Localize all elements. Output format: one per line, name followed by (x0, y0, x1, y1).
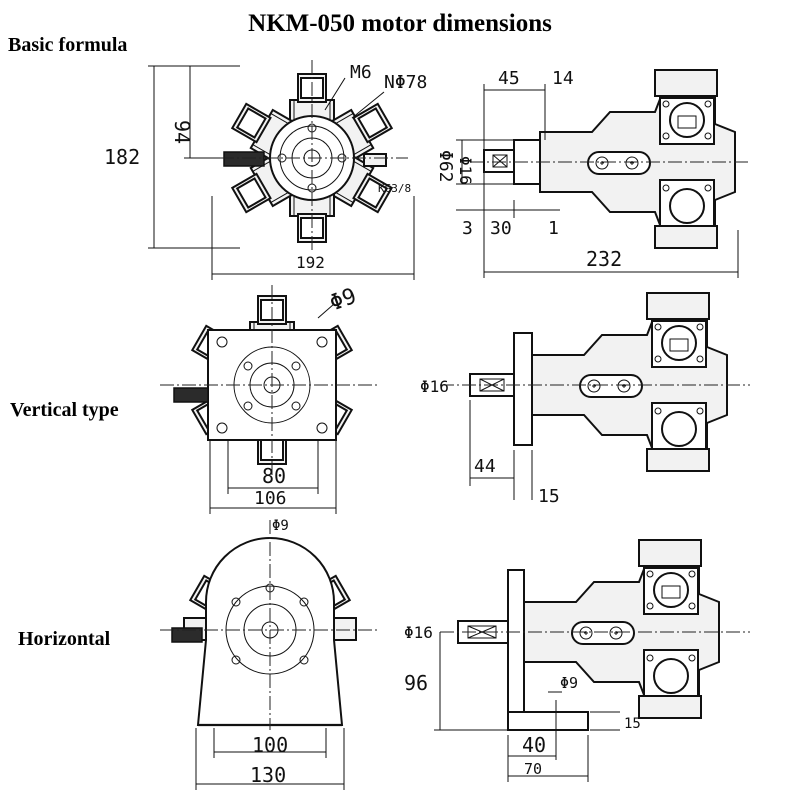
pcd-label: NΦ78 (384, 72, 427, 93)
horizontal-w-outer-label: 130 (250, 763, 286, 787)
side-d1-label: 45 (498, 68, 520, 89)
horizontal-side-view: Φ16 Φ9 96 15 40 70 (404, 539, 750, 782)
horizontal-d3-label: 70 (524, 760, 542, 778)
horizontal-d2-label: 40 (522, 733, 546, 757)
side-d4-label: 30 (490, 218, 512, 239)
vertical-shaft-label: Φ16 (420, 377, 449, 396)
side-length-label: 232 (586, 247, 622, 271)
height-total-label: 182 (104, 145, 140, 169)
width-total-label: 192 (296, 253, 325, 272)
height-half-label: 94 (170, 120, 194, 144)
vertical-front-view: Φ9 80 106 (160, 284, 380, 514)
page-title: NKM-050 motor dimensions (248, 10, 552, 37)
label-horizontal: Horizontal (18, 628, 111, 650)
vertical-d2-label: 15 (538, 486, 560, 507)
vertical-hole-label: Φ9 (326, 284, 359, 317)
label-basic-formula: Basic formula (8, 34, 128, 56)
thread-label: M6 (350, 62, 372, 83)
horizontal-hole-label: Φ9 (272, 518, 289, 534)
horizontal-front-view: Φ9 100 130 (160, 518, 380, 790)
shaft-dia-label: Φ16 (456, 156, 475, 185)
vertical-side-view: Φ16 44 15 (420, 292, 750, 507)
basic-front-view: M6 NΦ78 KG3/8 182 94 192 (104, 60, 427, 280)
side-d5-label: 1 (548, 218, 559, 239)
horizontal-d1-label: 15 (624, 716, 641, 732)
horizontal-w-inner-label: 100 (252, 733, 288, 757)
vertical-w-inner-label: 80 (262, 464, 286, 488)
label-vertical-type: Vertical type (10, 399, 119, 421)
side-d2-label: 14 (552, 68, 574, 89)
horizontal-shaft-label: Φ16 (404, 623, 433, 642)
flange-dia-label: Φ62 (435, 150, 456, 183)
vertical-d1-label: 44 (474, 456, 496, 477)
side-d3-label: 3 (462, 218, 473, 239)
vertical-w-outer-label: 106 (254, 488, 287, 509)
port-label: KG3/8 (378, 182, 411, 195)
basic-side-view: 45 14 Φ16 Φ62 3 30 1 232 (435, 68, 750, 278)
horizontal-side-hole-label: Φ9 (560, 674, 578, 692)
horizontal-height-label: 96 (404, 671, 428, 695)
